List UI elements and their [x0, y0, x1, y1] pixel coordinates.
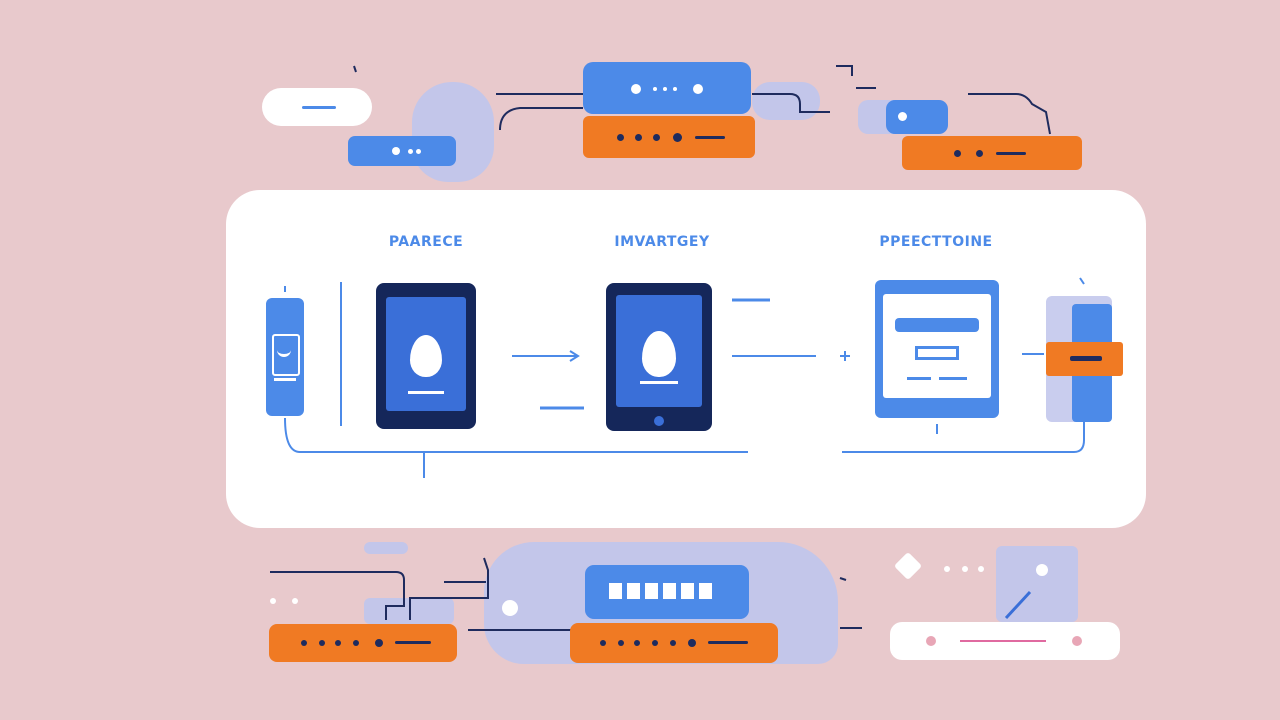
lavender-blob	[752, 82, 820, 120]
stage-label-1: PAARECE	[388, 234, 464, 250]
white-dot	[270, 598, 276, 604]
bottom-center-orange-pill	[570, 623, 778, 663]
flow-connector-lines	[284, 277, 1085, 478]
bottom-connector-lines	[270, 557, 1032, 631]
top-center-blue-pill	[583, 62, 751, 114]
monitor-screen	[875, 280, 999, 418]
bottom-right-white-slider	[890, 622, 1120, 660]
tablet-1	[376, 283, 476, 429]
white-dot	[292, 598, 298, 604]
bottom-right-lavender-panel	[996, 546, 1078, 622]
top-left-white-pill	[262, 88, 372, 126]
stage-label-3: PPEECTTOINE	[879, 234, 993, 250]
white-dot	[502, 600, 518, 616]
white-dot	[962, 566, 968, 572]
bottom-center-blue-keyboard	[585, 565, 749, 619]
white-dot	[978, 566, 984, 572]
left-phone-icon	[266, 298, 304, 416]
top-connector-lines	[353, 65, 1051, 135]
tablet-2	[606, 283, 712, 431]
right-device-orange-strip	[1046, 342, 1123, 376]
top-right-orange-pill	[902, 136, 1082, 170]
top-left-blue-pill	[348, 136, 456, 166]
bottom-lavender-tab	[364, 542, 408, 554]
stage-label-2: IMVARTGEY	[614, 234, 710, 250]
bottom-left-orange-pill	[269, 624, 457, 662]
white-dot	[944, 566, 950, 572]
top-center-orange-pill	[583, 116, 755, 158]
white-dot	[1036, 564, 1048, 576]
top-right-blue-pill	[886, 100, 948, 134]
